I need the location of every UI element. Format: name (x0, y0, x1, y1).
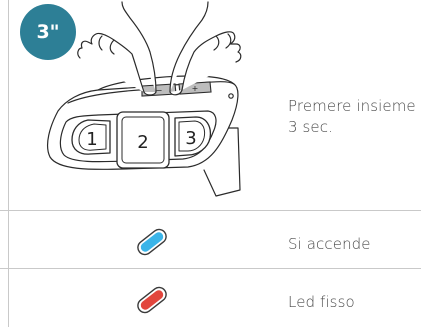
instruction-text: Premere insieme 3 sec. (288, 96, 421, 138)
row-divider-1 (0, 210, 421, 211)
row-1-label: Si accende (288, 235, 371, 253)
led-blue-fill (140, 232, 164, 252)
instruction-line-1: Premere insieme (288, 97, 416, 115)
plus-key-label: + (192, 84, 199, 93)
minus-key-label: − (156, 86, 163, 95)
led-red-fill (140, 290, 164, 310)
step-badge: 3" (20, 4, 76, 60)
row-2-label: Led fisso (288, 293, 355, 311)
led-red-icon (137, 286, 167, 314)
left-border (8, 0, 9, 327)
button-3-label: 3 (185, 128, 196, 149)
intercom-illustration: − + 1 2 3 (46, 1, 242, 197)
row-divider-2 (0, 268, 421, 269)
button-1-label: 1 (86, 129, 97, 150)
button-2-label: 2 (137, 132, 148, 153)
led-blue-icon (137, 228, 167, 256)
instruction-line-2: 3 sec. (288, 118, 333, 136)
